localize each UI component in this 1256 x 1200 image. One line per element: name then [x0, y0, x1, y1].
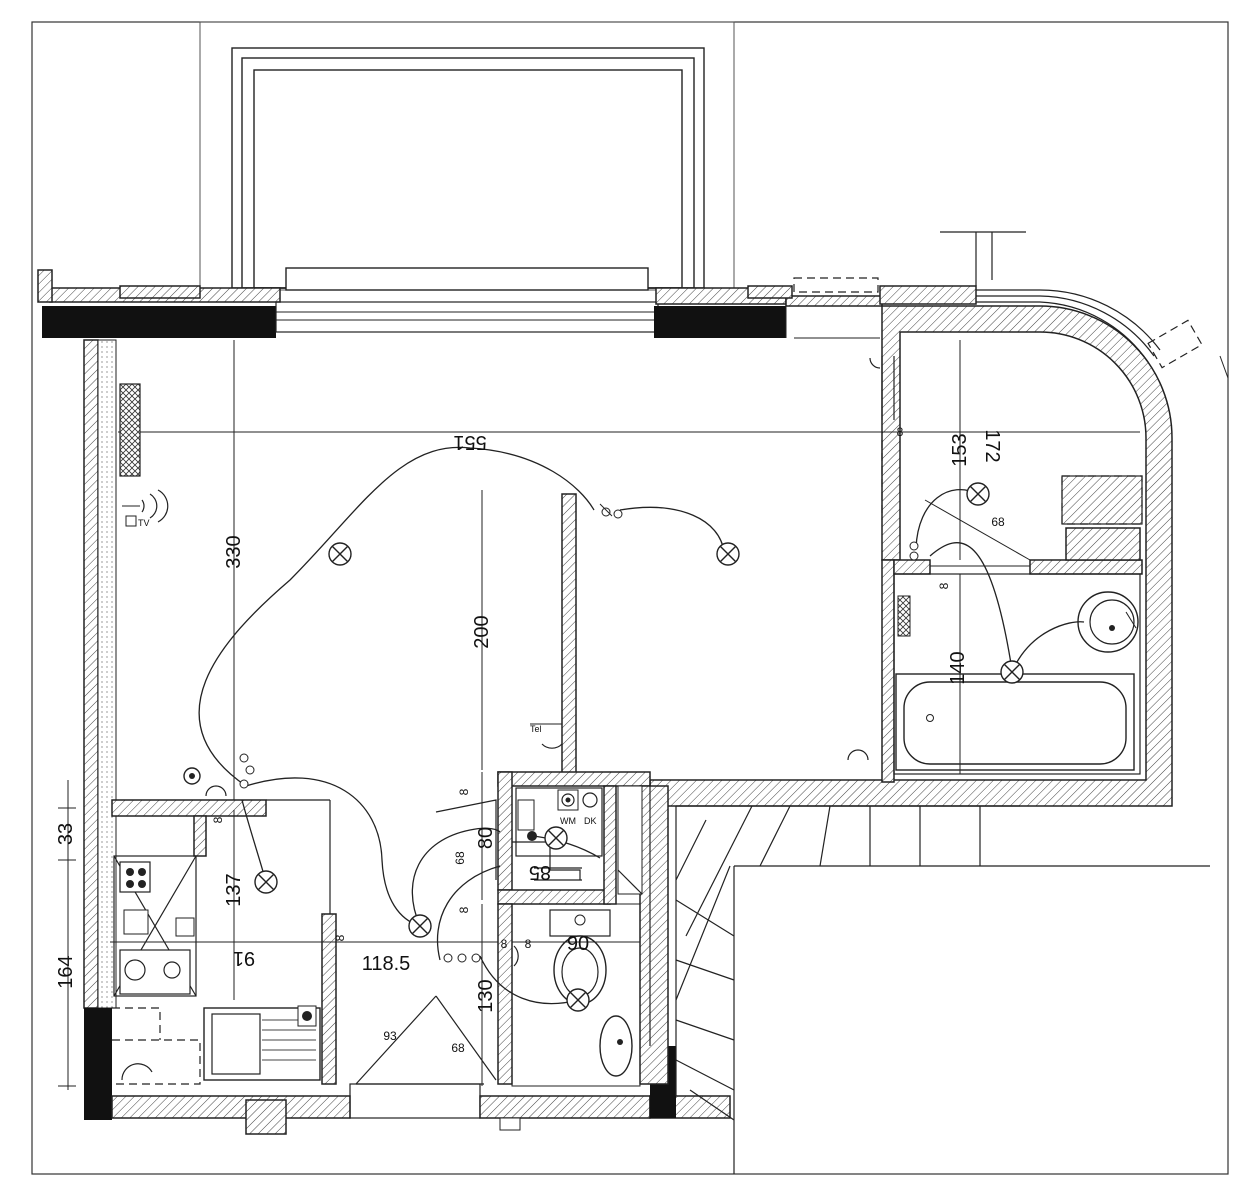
bathroom	[847, 356, 1143, 783]
kitchen	[111, 799, 337, 1085]
switch-icon	[599, 503, 623, 519]
dimension-8: 8	[501, 937, 508, 951]
socket-icon	[122, 489, 169, 527]
stove	[119, 861, 151, 893]
lamp-icon	[544, 826, 568, 850]
lamp-icon	[1000, 660, 1024, 684]
dimension-551: 551	[453, 431, 486, 453]
utility-room	[497, 771, 669, 1085]
staircase	[649, 780, 1210, 1174]
washbasin	[1077, 591, 1139, 653]
dimension-330: 330	[223, 535, 245, 568]
dimension-8: 8	[525, 937, 532, 951]
dimension-140: 140	[947, 651, 969, 684]
switch-icon	[239, 753, 255, 789]
dimension-153: 153	[949, 433, 971, 466]
lamp-icon	[716, 542, 740, 566]
socket-icon	[499, 1117, 521, 1131]
tel-label: Tel	[530, 724, 542, 734]
dimension-137: 137	[223, 873, 245, 906]
washing-machine-label: WM	[560, 816, 576, 826]
switch-icon	[909, 541, 919, 561]
dimension-8: 8	[457, 906, 471, 913]
lamp-icon	[966, 482, 990, 506]
left-wall	[83, 339, 117, 1120]
dimension-172: 172	[981, 429, 1003, 462]
dimension-85: 85	[529, 861, 551, 883]
dimension-8: 8	[211, 816, 225, 823]
dryer-label: DK	[584, 816, 597, 826]
dimension-90: 90	[567, 933, 589, 955]
socket-icon	[183, 767, 227, 797]
lamp-icon	[328, 542, 352, 566]
dimension-8: 8	[333, 934, 347, 941]
lamp-icon	[566, 988, 590, 1012]
lamp-icon	[254, 870, 278, 894]
hallway	[355, 799, 497, 1085]
dimension-200: 200	[471, 615, 493, 648]
dimension-91: 91	[233, 947, 255, 969]
top-wall	[37, 269, 977, 339]
dimension-8: 8	[937, 582, 951, 589]
dimension-33: 33	[55, 823, 77, 845]
radiator	[119, 383, 141, 477]
dimension-93: 93	[383, 1029, 397, 1043]
shaft	[1061, 475, 1143, 525]
dimension-8: 8	[457, 788, 471, 795]
wc-basin	[599, 1015, 633, 1077]
dimension-68: 68	[451, 1041, 465, 1055]
dimension-164: 164	[55, 955, 77, 988]
dimension-68: 68	[453, 851, 467, 865]
drawing-frame	[31, 21, 1229, 1175]
dimension-118-5: 118.5	[362, 953, 411, 975]
dimension-68: 68	[991, 515, 1005, 529]
dimension-8: 8	[897, 425, 904, 439]
dimension-130: 130	[475, 979, 497, 1012]
switch-icon	[443, 953, 481, 963]
tv-label: TV	[138, 518, 150, 528]
wc	[511, 903, 641, 1087]
balcony	[199, 21, 735, 291]
lamp-icon	[408, 914, 432, 938]
ventilation-grille	[897, 595, 911, 637]
dimension-80: 80	[475, 827, 497, 849]
dimension-lines	[58, 340, 1140, 1090]
